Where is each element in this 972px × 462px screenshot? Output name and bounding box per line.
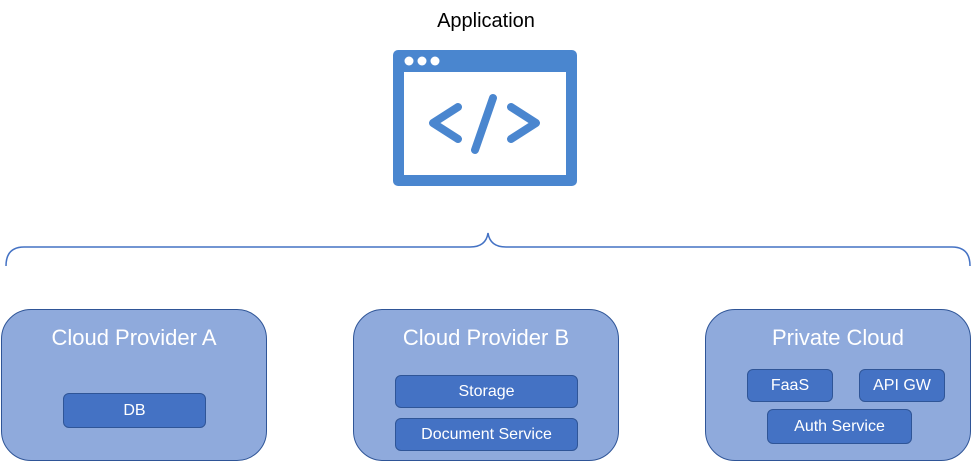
faas-service: FaaS: [747, 369, 833, 402]
grouping-brace: [5, 232, 971, 267]
cloud-provider-a: Cloud Provider A DB: [1, 309, 267, 461]
private-cloud: Private Cloud FaaS API GW Auth Service: [705, 309, 971, 461]
code-window-icon: [393, 50, 577, 186]
cloud-title: Private Cloud: [771, 325, 905, 350]
cloud-title: Cloud Provider A: [51, 325, 217, 350]
cloud-title: Cloud Provider B: [402, 325, 570, 350]
auth-service: Auth Service: [767, 409, 912, 444]
db-service: DB: [63, 393, 206, 428]
cloud-provider-b: Cloud Provider B Storage Document Servic…: [353, 309, 619, 461]
application-title: Application: [437, 10, 535, 32]
storage-service: Storage: [395, 375, 578, 408]
api-gateway-service: API GW: [859, 369, 945, 402]
document-service: Document Service: [395, 418, 578, 451]
